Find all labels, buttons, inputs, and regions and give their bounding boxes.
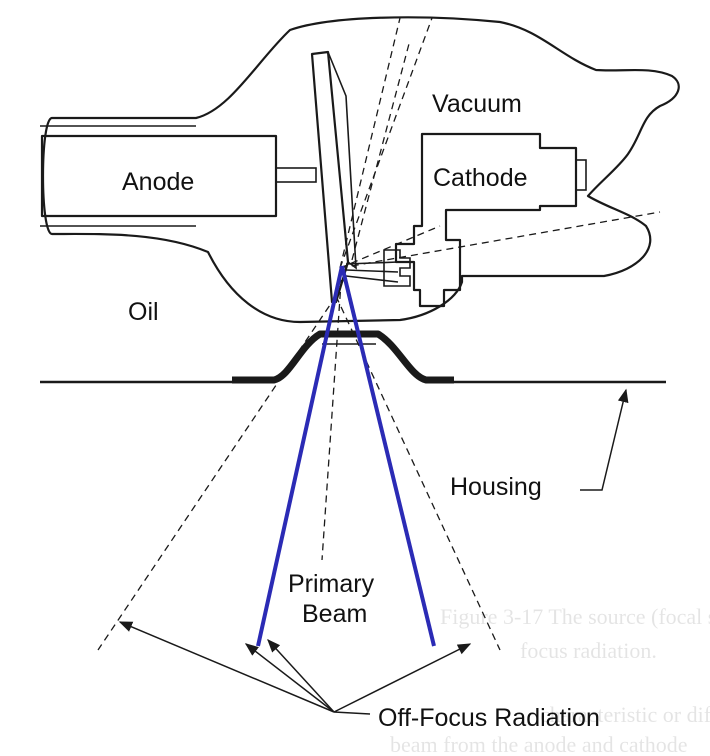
tube-envelope	[41, 16, 680, 324]
svg-text:Figure 3-17 The source (foca: Figure 3-17 The source (focal spot) of	[440, 604, 710, 629]
svg-text:characteristic or differ-: characteristic or differ-	[540, 702, 710, 727]
svg-text:beam from the anode and cathod: beam from the anode and cathode	[390, 732, 687, 756]
electron-lines	[345, 261, 399, 283]
cathode-label: Cathode	[433, 164, 528, 192]
primary-beam-label-line2: Beam	[302, 600, 367, 628]
off-focus-radiation-label: Off-Focus Radiation	[378, 704, 600, 732]
anode-stem	[275, 167, 317, 183]
off-focus-arrows	[118, 621, 472, 715]
off-focus-rays	[97, 17, 661, 651]
cathode-assembly	[394, 132, 578, 308]
primary-beam-left-edge	[256, 265, 344, 647]
anode-label: Anode	[122, 168, 194, 196]
oil-label: Oil	[128, 298, 159, 326]
primary-beam-label-line1: Primary	[288, 570, 375, 598]
svg-text:focus radiation.: focus radiation.	[520, 638, 657, 663]
primary-beam	[256, 265, 436, 647]
filament-cup	[383, 249, 411, 287]
anode-disk-face	[327, 51, 357, 270]
anode-disk	[310, 50, 350, 304]
cathode-knob	[575, 159, 587, 191]
housing-leader-arrow	[580, 388, 629, 491]
vacuum-label: Vacuum	[432, 90, 522, 118]
primary-beam-right-edge	[340, 265, 436, 647]
housing-label: Housing	[450, 473, 542, 501]
tube-port	[232, 330, 454, 384]
page-bleed-through: Figure 3-17 The source (focal spot) of f…	[390, 604, 710, 756]
